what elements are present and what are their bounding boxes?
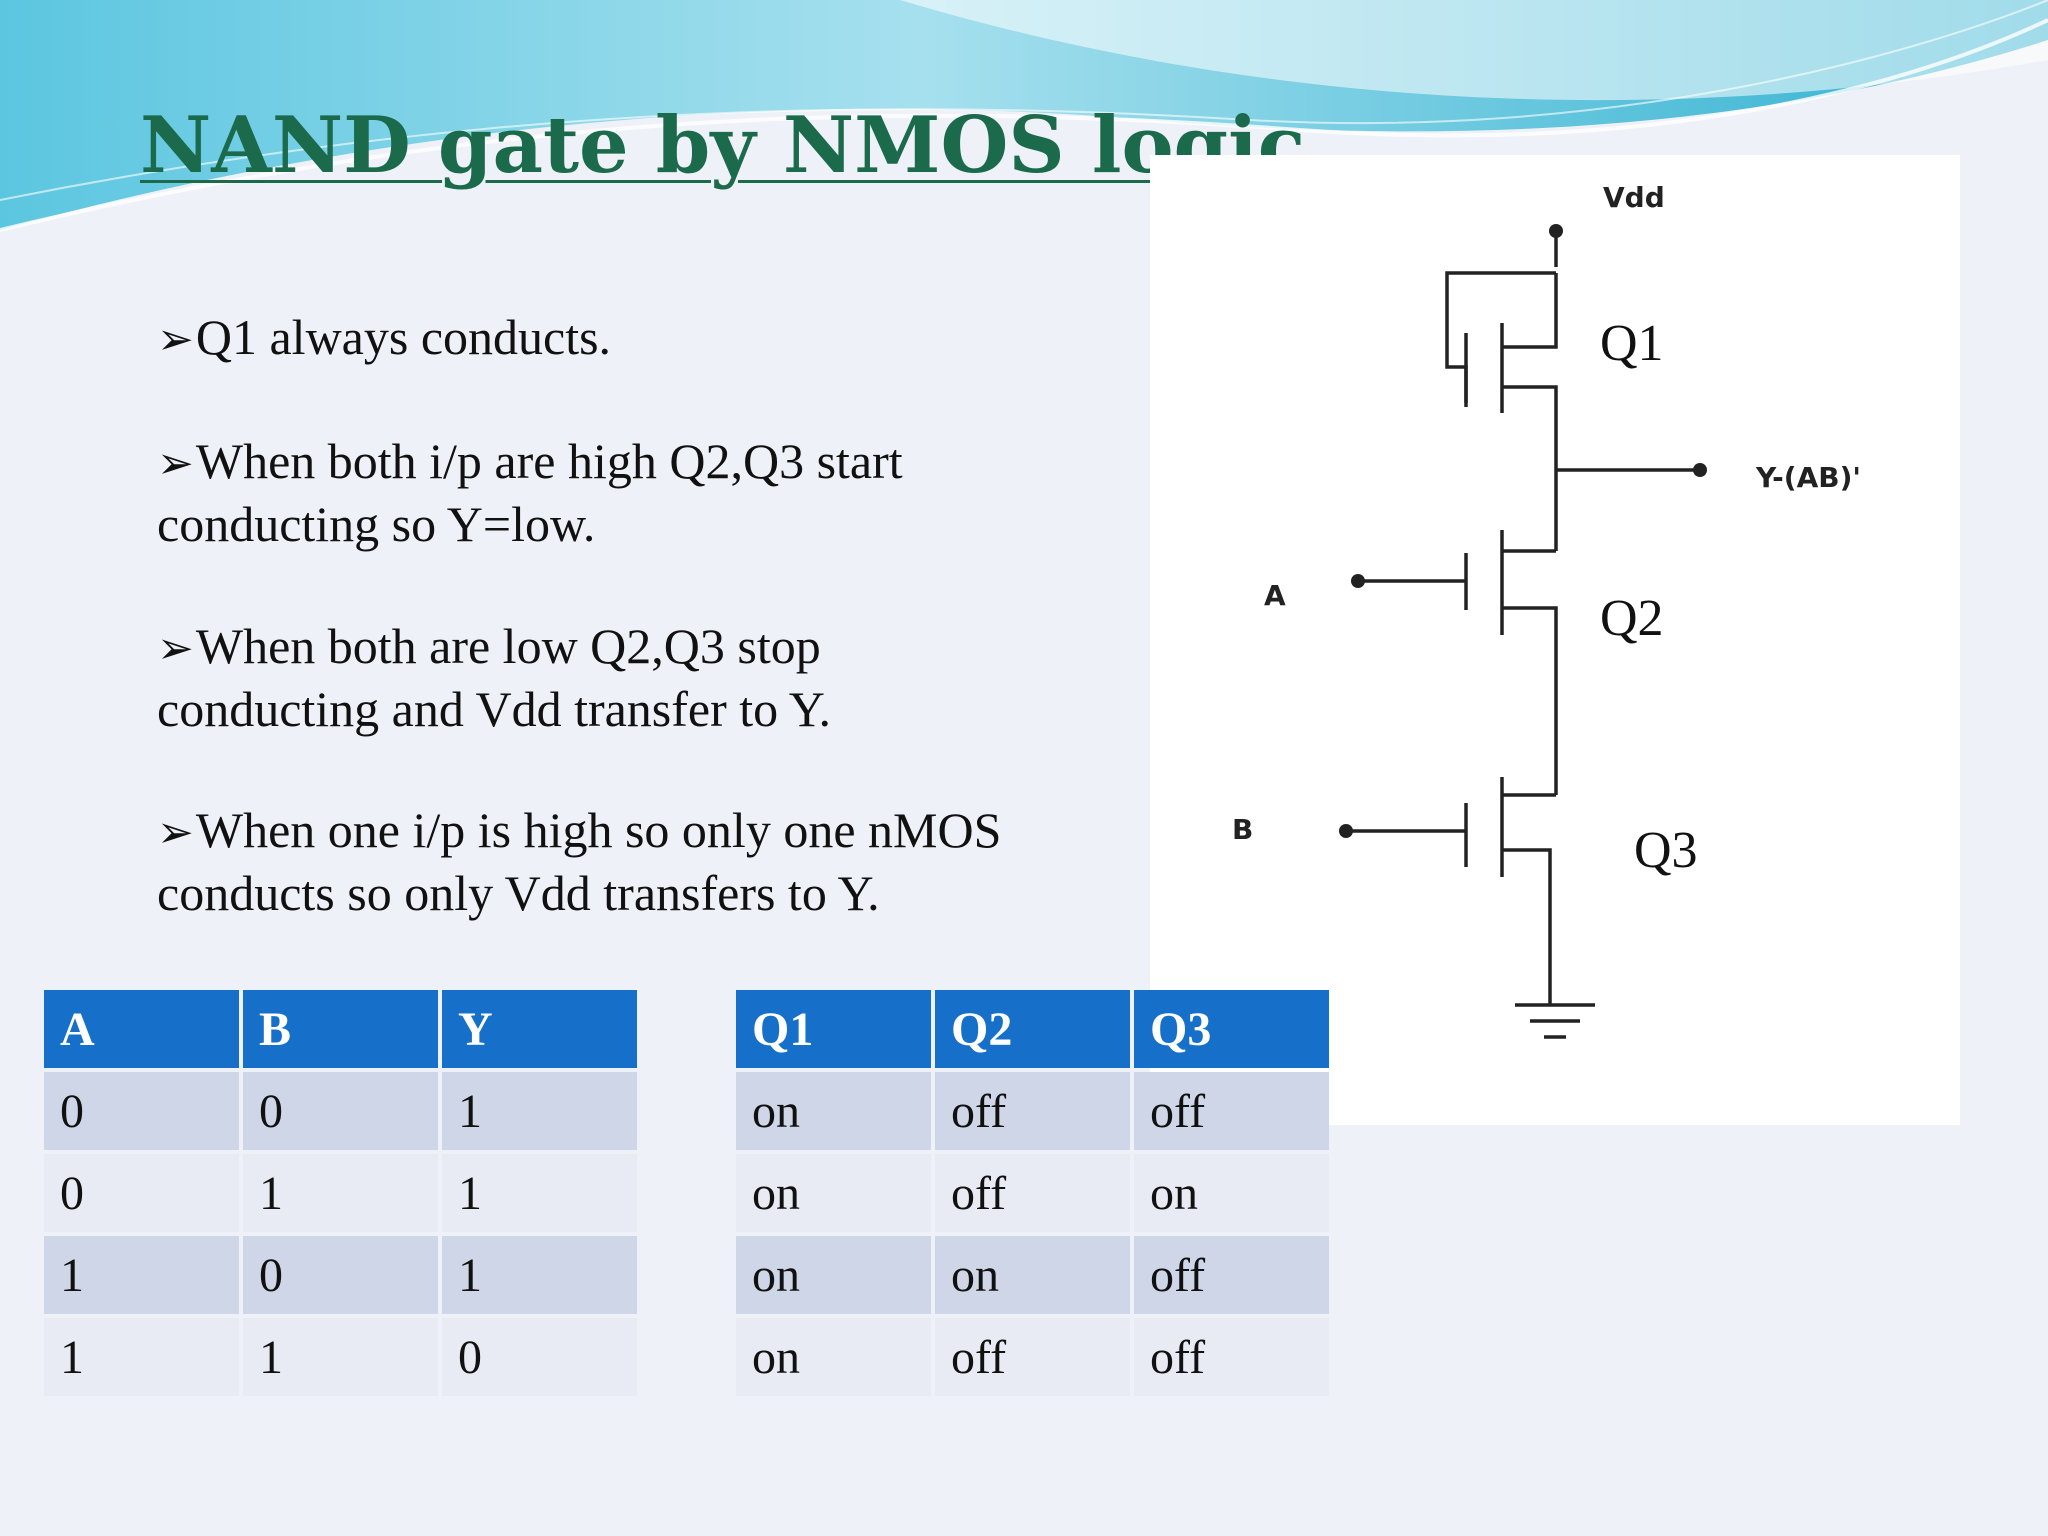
cell-y: 1: [442, 1072, 637, 1150]
cell-q2: off: [935, 1154, 1130, 1232]
cell-q1: on: [736, 1072, 931, 1150]
cell-a: 1: [44, 1236, 239, 1314]
table-row: 0 1 1: [44, 1154, 637, 1232]
cell-q3: off: [1134, 1318, 1329, 1396]
col-header-a: A: [44, 990, 239, 1068]
header-wave-decoration: [0, 0, 2048, 232]
input-b-label: B: [1232, 813, 1253, 846]
q1-drain-wire: [1502, 273, 1558, 349]
cell-q2: on: [935, 1236, 1130, 1314]
cell-a: 0: [44, 1072, 239, 1150]
cell-q3: off: [1134, 1236, 1329, 1314]
cell-q2: off: [935, 1318, 1130, 1396]
cell-q2: off: [935, 1072, 1130, 1150]
cell-b: 0: [243, 1236, 438, 1314]
cell-b: 1: [243, 1154, 438, 1232]
cell-y: 1: [442, 1154, 637, 1232]
bullet-3-line-1: When both are low Q2,Q3 stop: [195, 618, 821, 674]
bullet-1: ➢Q1 always conducts.: [157, 307, 611, 370]
cell-q1: on: [736, 1318, 931, 1396]
table-row: on off off: [736, 1072, 1329, 1150]
col-header-y: Y: [442, 990, 637, 1068]
bullet-4-line-2: conducts so only Vdd transfers to Y.: [157, 865, 880, 921]
bullet-2-line-2: conducting so Y=low.: [157, 496, 596, 552]
bullet-2: ➢When both i/p are high Q2,Q3 start condu…: [157, 431, 903, 555]
cell-q3: on: [1134, 1154, 1329, 1232]
arrow-bullet-icon: ➢: [157, 808, 194, 857]
cell-a: 1: [44, 1318, 239, 1396]
bullet-2-line-1: When both i/p are high Q2,Q3 start: [195, 433, 903, 489]
bullet-4-line-1: When one i/p is high so only one nMOS: [195, 802, 1002, 858]
q1-label: Q1: [1600, 315, 1664, 372]
arrow-bullet-icon: ➢: [157, 439, 194, 488]
table-row: 1 0 1: [44, 1236, 637, 1314]
cell-q3: off: [1134, 1072, 1329, 1150]
cell-b: 1: [243, 1318, 438, 1396]
transistor-state-table: Q1 Q2 Q3 on off off on off on on on off …: [732, 986, 1333, 1400]
col-header-q3: Q3: [1134, 990, 1329, 1068]
table-row: 0 0 1: [44, 1072, 637, 1150]
q3-source-wire: [1502, 848, 1552, 1005]
col-header-q2: Q2: [935, 990, 1130, 1068]
cell-y: 1: [442, 1236, 637, 1314]
bullet-4: ➢When one i/p is high so only one nMOS co…: [157, 800, 1001, 924]
table-row: on off off: [736, 1318, 1329, 1396]
arrow-bullet-icon: ➢: [157, 315, 194, 364]
arrow-bullet-icon: ➢: [157, 624, 194, 673]
cell-a: 0: [44, 1154, 239, 1232]
bullet-1-text: Q1 always conducts.: [195, 309, 612, 365]
cell-q1: on: [736, 1236, 931, 1314]
table-header-row: Q1 Q2 Q3: [736, 990, 1329, 1068]
vdd-label: Vdd: [1603, 181, 1665, 214]
output-label: Y-(AB)': [1755, 461, 1861, 494]
cell-q1: on: [736, 1154, 931, 1232]
col-header-b: B: [243, 990, 438, 1068]
table-row: on off on: [736, 1154, 1329, 1232]
table-row: on on off: [736, 1236, 1329, 1314]
bullet-3-line-2: conducting and Vdd transfer to Y.: [157, 681, 831, 737]
q2-source-wire: [1502, 606, 1558, 795]
q1-source-wire: [1502, 385, 1558, 470]
cell-y: 0: [442, 1318, 637, 1396]
q3-label: Q3: [1634, 822, 1698, 879]
nmos-nand-circuit-diagram: Vdd Y-(AB)' A B Q1 Q2 Q3: [1232, 181, 1861, 1039]
input-b-node: [1339, 824, 1353, 838]
cell-b: 0: [243, 1072, 438, 1150]
table-row: 1 1 0: [44, 1318, 637, 1396]
q2-label: Q2: [1600, 590, 1664, 647]
col-header-q1: Q1: [736, 990, 931, 1068]
bullet-3: ➢When both are low Q2,Q3 stop conducting …: [157, 616, 831, 740]
nand-truth-table: A B Y 0 0 1 0 1 1 1 0 1 1 1 0: [40, 986, 641, 1400]
input-a-label: A: [1264, 579, 1286, 612]
vdd-node: [1549, 224, 1563, 238]
output-node: [1693, 463, 1707, 477]
table-header-row: A B Y: [44, 990, 637, 1068]
input-a-node: [1351, 574, 1365, 588]
slide-title: NAND gate by NMOS logic: [140, 100, 1306, 191]
